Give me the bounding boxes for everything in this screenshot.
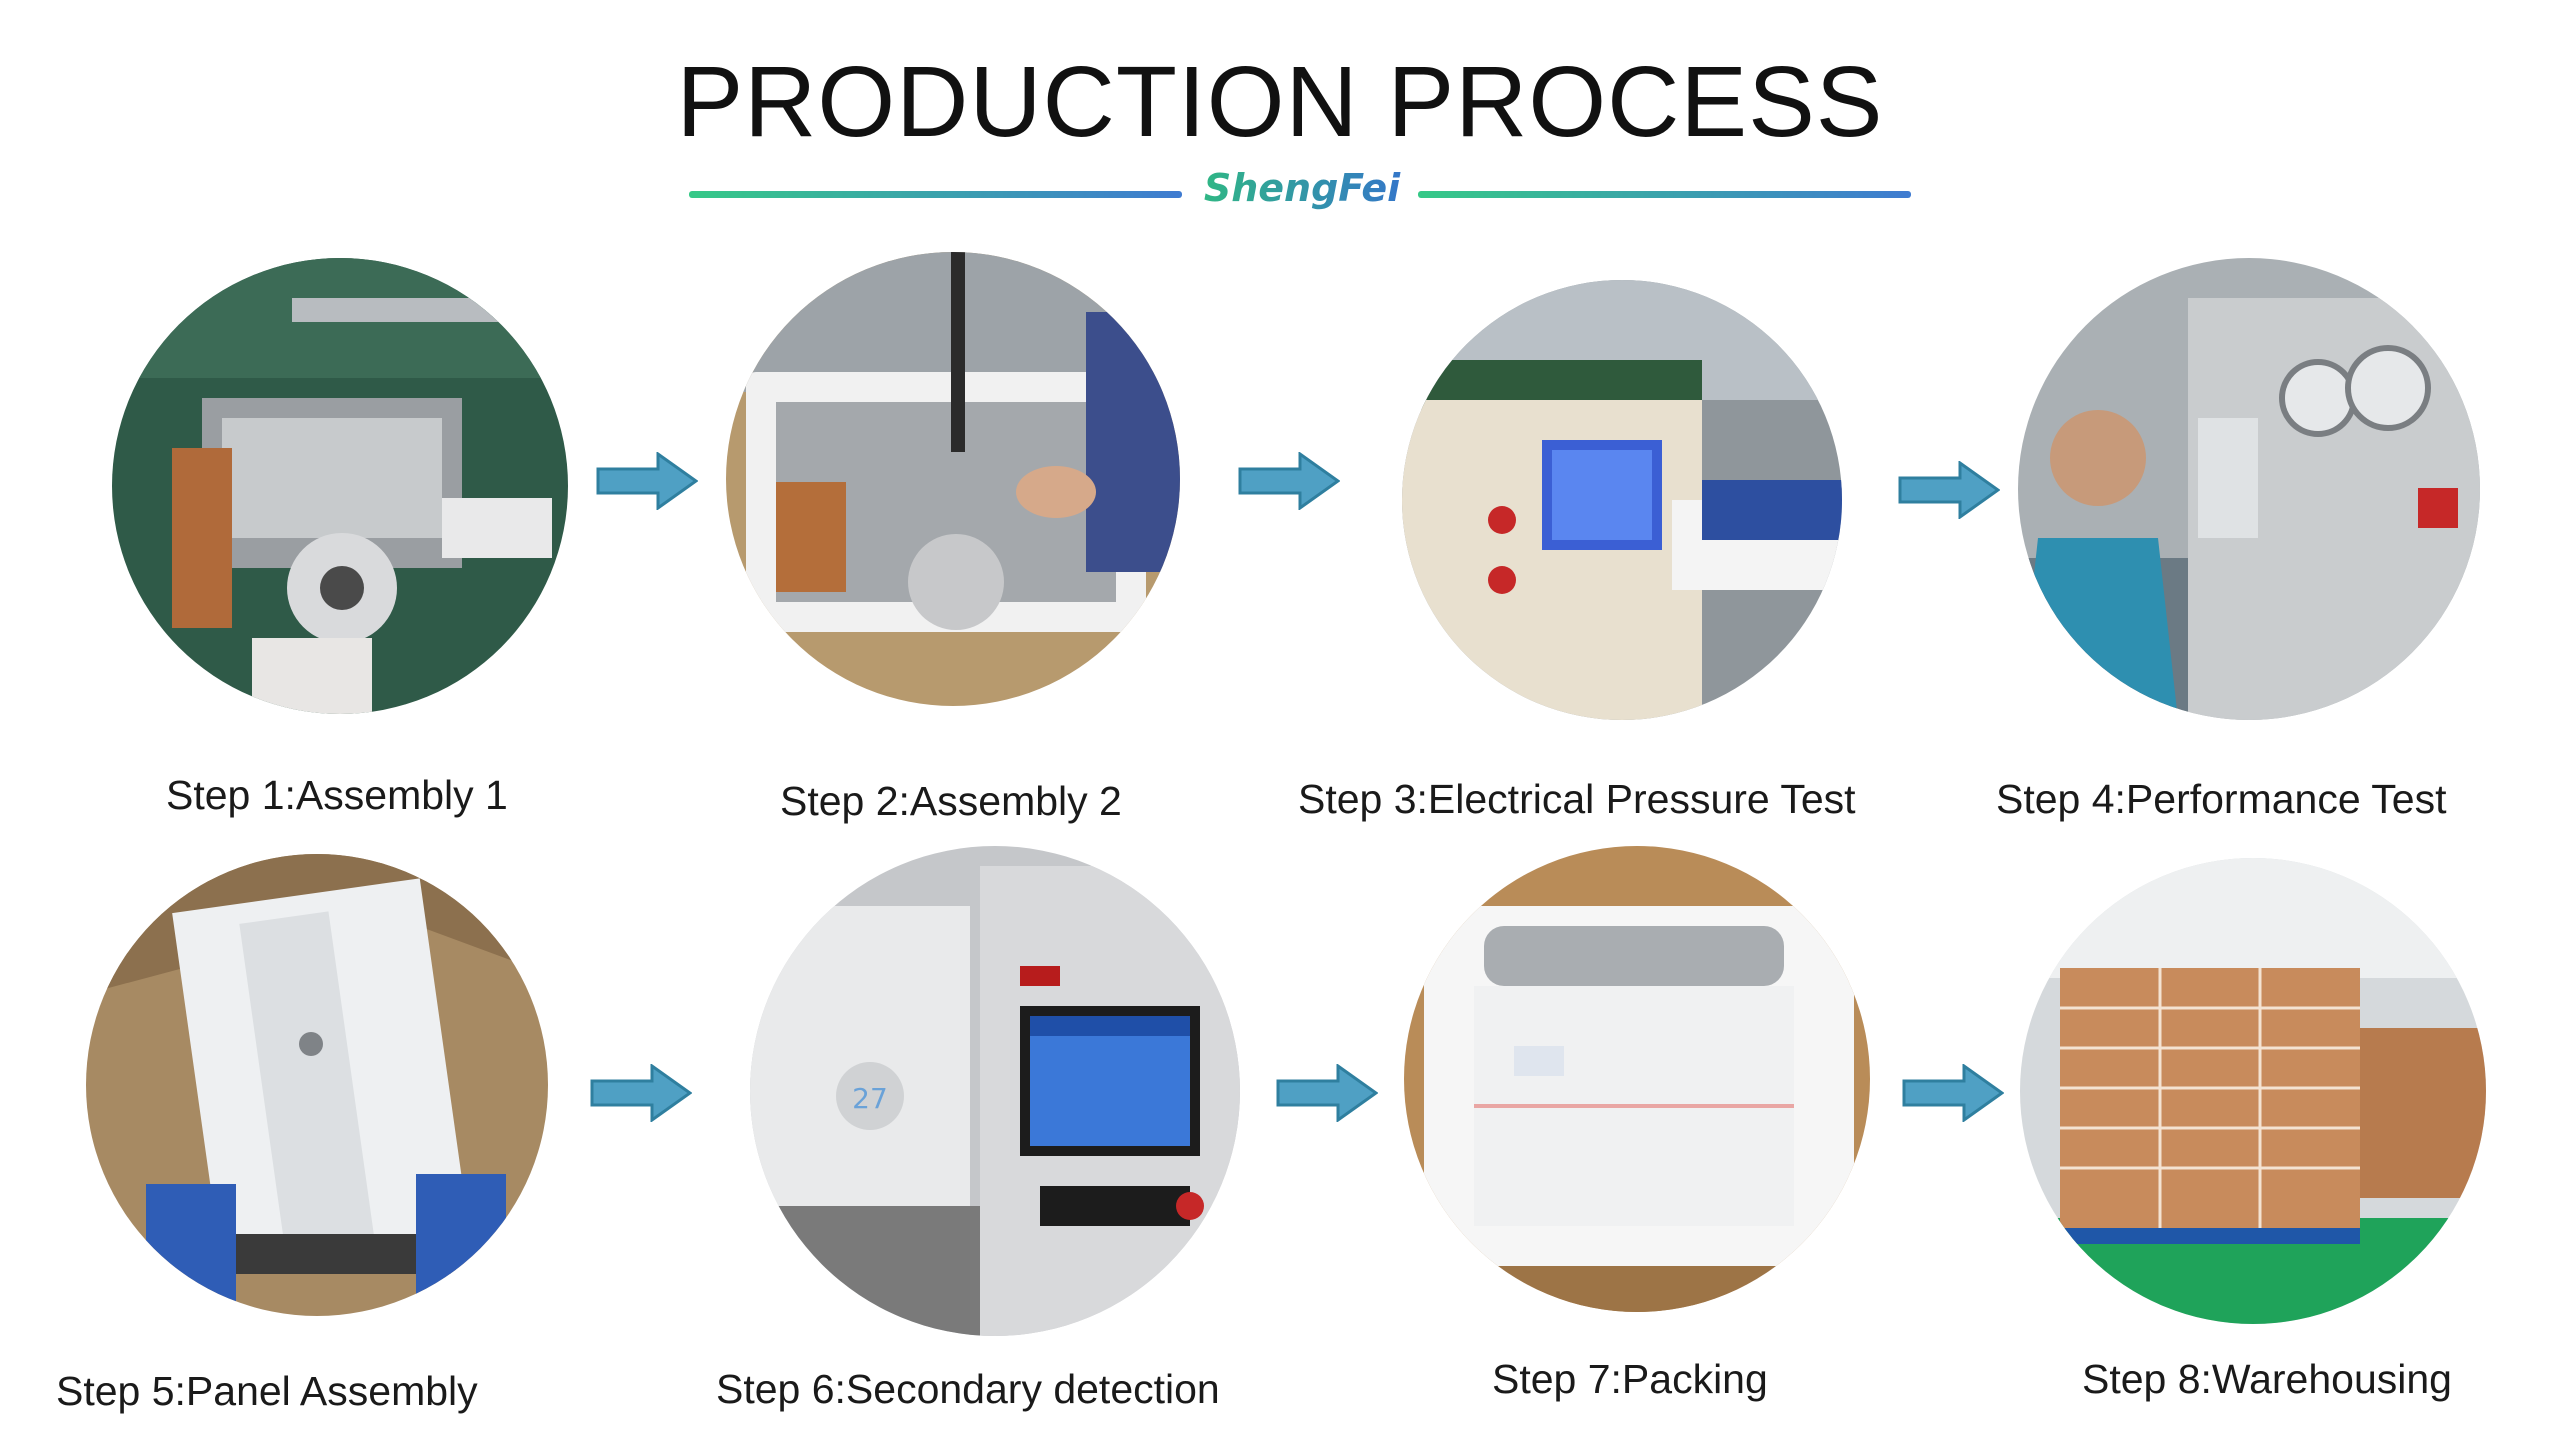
step-5-caption: Step 5:Panel Assembly	[56, 1368, 478, 1414]
step-8-caption: Step 8:Warehousing	[2082, 1356, 2452, 1402]
step-3-photo	[1402, 280, 1842, 720]
title-rule-left	[689, 191, 1182, 198]
step-3-caption: Step 3:Electrical Pressure Test	[1298, 776, 1856, 822]
arrow-right-icon	[596, 452, 698, 510]
arrow-right-icon	[590, 1064, 692, 1122]
step-7-photo	[1404, 846, 1870, 1312]
step-1-photo	[112, 258, 568, 714]
brand-logo: ShengFei	[1203, 166, 1401, 210]
arrow-right-icon	[1276, 1064, 1378, 1122]
arrow-right-icon	[1898, 461, 2000, 519]
step-7-caption: Step 7:Packing	[1492, 1356, 1768, 1402]
step-4-photo	[2018, 258, 2480, 720]
arrow-right-icon	[1902, 1064, 2004, 1122]
step-5-photo	[86, 854, 548, 1316]
step-4-caption: Step 4:Performance Test	[1996, 776, 2447, 822]
page-title: PRODUCTION PROCESS	[676, 46, 1884, 158]
step-1-caption: Step 1:Assembly 1	[166, 772, 508, 818]
step-2-photo	[726, 252, 1180, 706]
arrow-right-icon	[1238, 452, 1340, 510]
step-6-caption: Step 6:Secondary detection	[716, 1366, 1220, 1412]
svg-text:27: 27	[852, 1082, 888, 1115]
step-2-caption: Step 2:Assembly 2	[780, 778, 1122, 824]
title-rule-right	[1418, 191, 1911, 198]
step-6-photo: 27	[750, 846, 1240, 1336]
step-8-photo	[2020, 858, 2486, 1324]
